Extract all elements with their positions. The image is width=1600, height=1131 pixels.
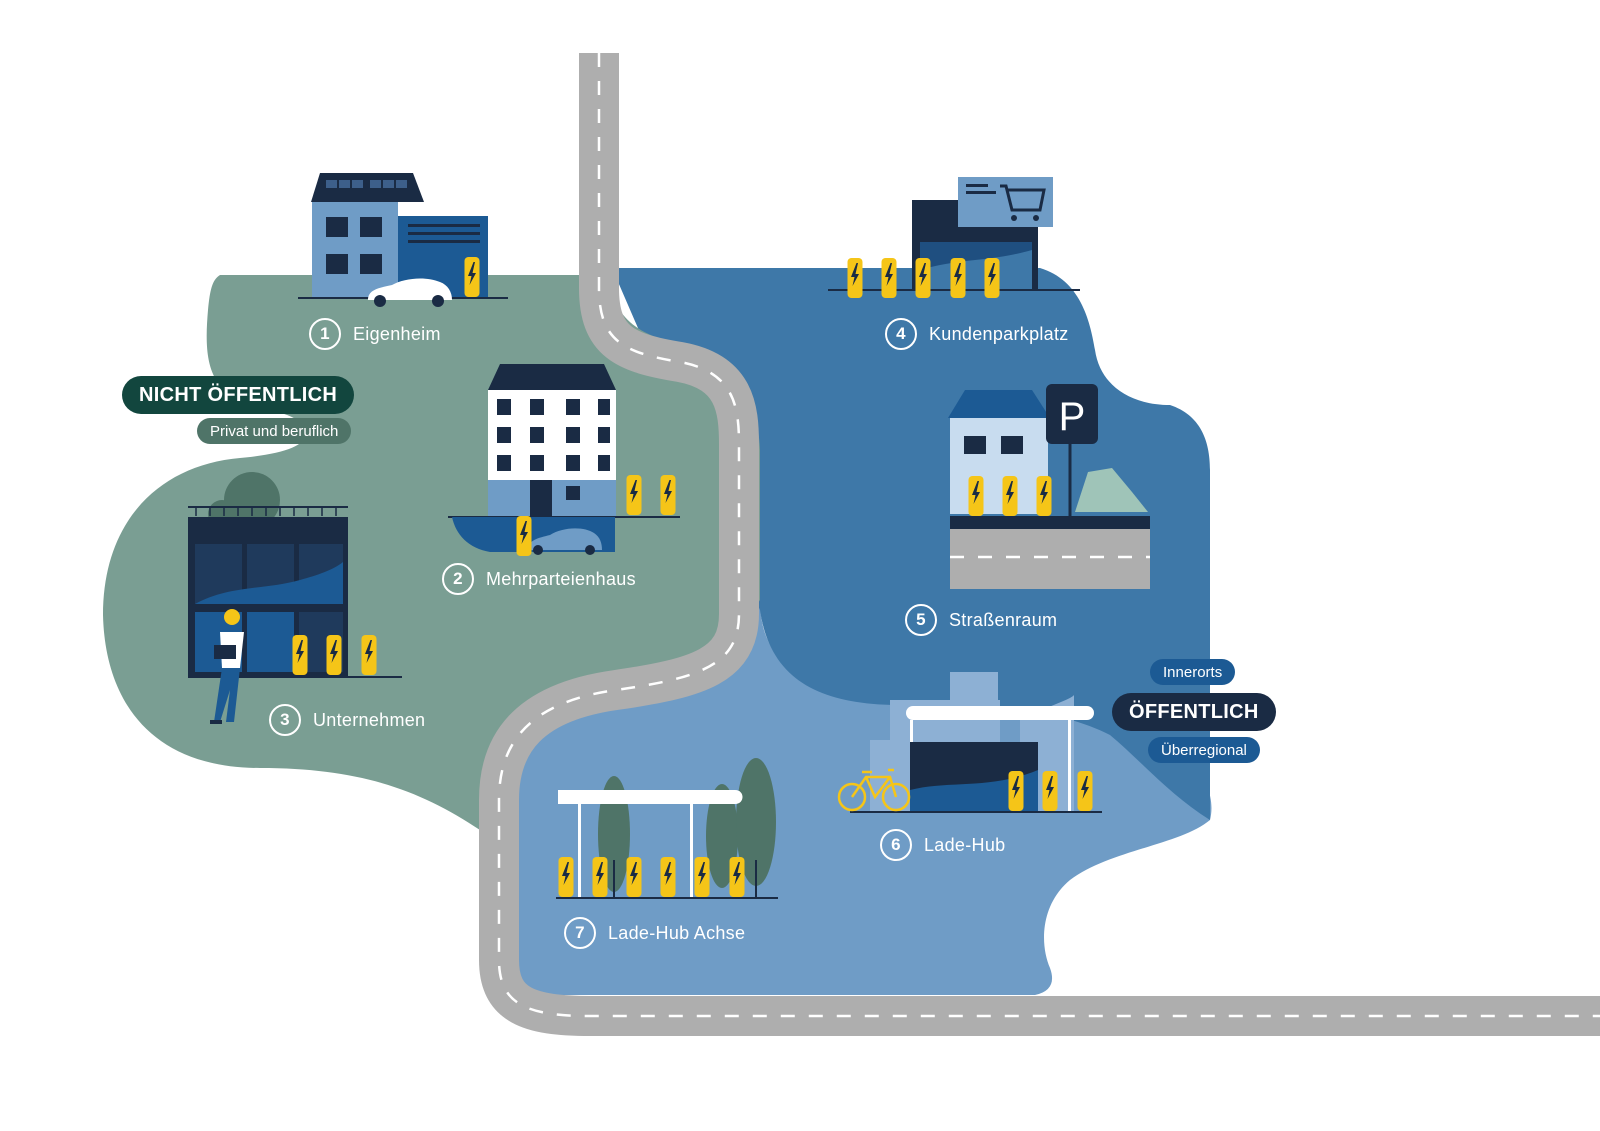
office-building-icon	[188, 472, 402, 724]
location-name: Lade-Hub Achse	[608, 922, 746, 943]
zone-light-blue	[515, 600, 1212, 995]
supermarket-icon	[828, 177, 1080, 298]
charger-icon	[660, 857, 676, 897]
charger-icon	[626, 857, 642, 897]
category-public-title: ÖFFENTLICH	[1112, 693, 1276, 731]
location-number: 6	[880, 829, 912, 861]
charger-icon	[1036, 476, 1052, 516]
location-number: 4	[885, 318, 917, 350]
charger-icon	[1077, 771, 1093, 811]
svg-text:P: P	[1059, 395, 1086, 439]
street-parking-icon: P	[948, 384, 1150, 589]
charger-icon	[729, 857, 745, 897]
charger-icon	[881, 258, 897, 298]
location-label-lade-hub-achse: 7 Lade-Hub Achse	[564, 917, 745, 949]
category-public-tag-bottom: Überregional	[1148, 737, 1260, 763]
location-label-kundenparkplatz: 4 Kundenparkplatz	[885, 318, 1069, 350]
location-name: Mehrparteienhaus	[486, 568, 636, 589]
charger-icon	[592, 857, 608, 897]
category-private-subtitle: Privat und beruflich	[197, 418, 352, 444]
charger-icon	[292, 635, 308, 675]
shopping-cart-icon	[1000, 184, 1046, 212]
person-icon	[210, 609, 244, 724]
charger-icon	[1008, 771, 1024, 811]
car-icon	[368, 278, 452, 307]
charger-icon	[847, 258, 863, 298]
location-label-strassenraum: 5 Straßenraum	[905, 604, 1057, 636]
location-label-eigenheim: 1 Eigenheim	[309, 318, 441, 350]
charging-hub-icon	[837, 672, 1102, 813]
charger-icon	[950, 258, 966, 298]
charger-icon	[660, 475, 676, 515]
location-label-unternehmen: 3 Unternehmen	[269, 704, 425, 736]
charger-icon	[915, 258, 931, 298]
charger-icon	[984, 258, 1000, 298]
location-name: Straßenraum	[949, 609, 1058, 630]
highway-charging-hub-icon	[556, 758, 778, 899]
category-private-title: NICHT ÖFFENTLICH	[122, 376, 355, 414]
bicycle-icon	[837, 768, 911, 812]
charger-icon	[464, 257, 480, 297]
location-number: 1	[309, 318, 341, 350]
road	[479, 53, 1600, 1036]
location-number: 2	[442, 563, 474, 595]
charger-icon	[968, 476, 984, 516]
location-name: Kundenparkplatz	[929, 323, 1069, 344]
category-public-tag-top: Innerorts	[1150, 659, 1236, 685]
charger-icon	[558, 857, 574, 897]
car-icon	[528, 528, 602, 555]
parking-sign-icon	[1046, 384, 1098, 444]
charger-icon	[626, 475, 642, 515]
apartment-building-icon	[448, 364, 680, 556]
location-number: 5	[905, 604, 937, 636]
charger-icon	[1002, 476, 1018, 516]
charger-icon	[361, 635, 377, 675]
location-label-mehrparteienhaus: 2 Mehrparteienhaus	[442, 563, 636, 595]
location-name: Lade-Hub	[924, 834, 1006, 855]
location-name: Unternehmen	[313, 709, 426, 730]
charger-icon	[1042, 771, 1058, 811]
charger-icon	[694, 857, 710, 897]
house-with-solar-roof-icon	[298, 173, 508, 307]
location-label-lade-hub: 6 Lade-Hub	[880, 829, 1005, 861]
charger-icon	[326, 635, 342, 675]
location-number: 7	[564, 917, 596, 949]
location-name: Eigenheim	[353, 323, 441, 344]
location-number: 3	[269, 704, 301, 736]
charger-icon	[516, 516, 532, 556]
